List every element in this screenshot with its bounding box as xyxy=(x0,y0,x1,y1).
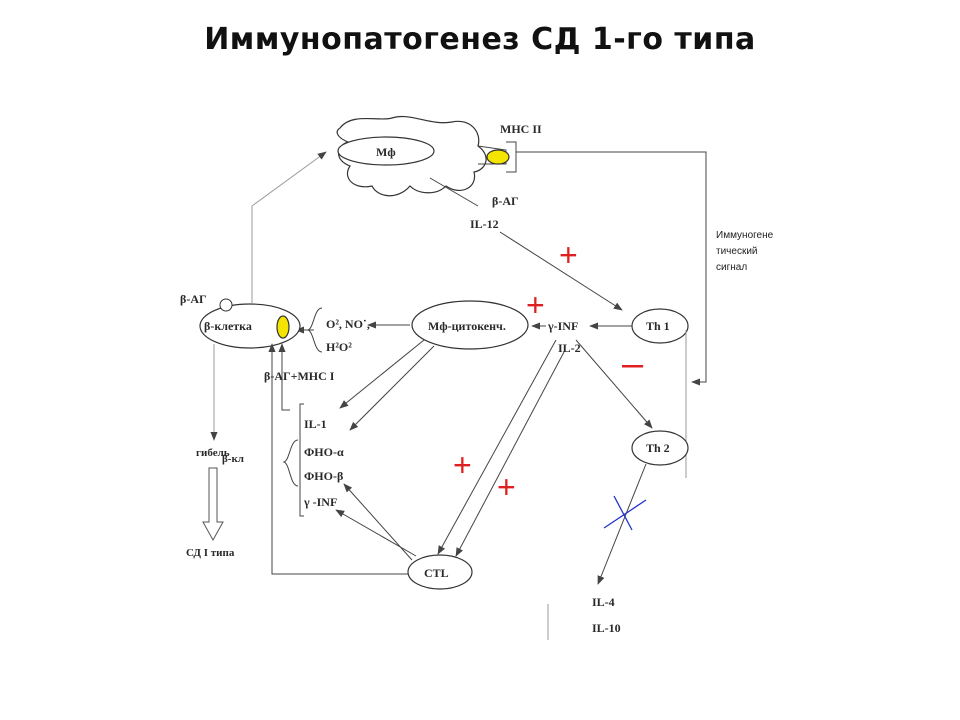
cytokine-tnf-alpha: ФНО-α xyxy=(304,445,344,459)
plus-sign-1: + xyxy=(559,237,578,273)
macrophage-nucleus xyxy=(337,136,435,166)
cytokine-gamma-inf: γ -INF xyxy=(303,495,337,509)
cytokines-to-beta-arrow xyxy=(278,343,290,411)
beta-ag-circle xyxy=(219,298,233,312)
th2-label: Th 2 xyxy=(646,441,670,455)
beta-ag-top-label: β-АГ xyxy=(492,194,519,208)
il2-to-ctl-arrow xyxy=(455,351,565,557)
il12-label: IL-12 xyxy=(470,217,499,231)
beta-ag-left-label: β-АГ xyxy=(180,292,207,306)
death-label: гибель xyxy=(196,447,230,459)
mf-to-tnf-arrow xyxy=(349,345,435,431)
signal-label-3: сигнал xyxy=(716,262,747,273)
beta-cell-node xyxy=(199,303,301,349)
ctl-label: CTL xyxy=(424,566,449,580)
radicals-label-1: O², NO˙, xyxy=(326,317,370,331)
inf-to-th2-arrow xyxy=(575,339,653,429)
mhc2-label: MHC II xyxy=(500,122,542,136)
cytokine-il1: IL-1 xyxy=(304,417,327,431)
beta-to-mf-arrow xyxy=(251,151,327,304)
plus-sign-3: + xyxy=(453,447,472,483)
plus-sign-2: + xyxy=(526,287,545,323)
block-cross-b xyxy=(613,495,633,531)
th2-node xyxy=(631,430,689,466)
minus-sign: – xyxy=(622,343,644,385)
beta-ag-mhc1-label: β-АГ+MHC I xyxy=(264,369,335,383)
cytokines-brace xyxy=(282,439,299,487)
macrophage-label: Мф xyxy=(376,145,396,159)
immunogenic-signal-arrow xyxy=(516,151,707,386)
mhc2-receptor xyxy=(486,149,510,165)
il2-label: IL-2 xyxy=(558,341,581,355)
mhc2-bracket xyxy=(506,141,517,173)
inf-to-ctl-arrow xyxy=(437,339,557,555)
death-to-diabetes-arrow xyxy=(202,467,224,542)
block-cross-a xyxy=(603,499,647,529)
beta-cell-label: β-клетка xyxy=(204,319,252,333)
ctl-to-tnf-beta-arrow xyxy=(343,483,413,561)
mf-to-il12-arrow xyxy=(429,177,479,207)
signal-label-1: Иммуногене xyxy=(716,230,774,241)
il10-label: IL-10 xyxy=(592,621,621,635)
cytokines-bracket xyxy=(299,403,304,517)
mf-cytokines-label: Мф-цитокенч. xyxy=(428,319,506,333)
beta-kl-label: β-кл xyxy=(222,453,244,465)
ctl-to-inf-arrow xyxy=(335,509,417,557)
beta-cell-receptor xyxy=(276,315,290,339)
radicals-label-2: H²O² xyxy=(326,340,352,354)
il12-to-th1-arrow xyxy=(499,231,623,311)
th2-to-il4-arrow xyxy=(597,463,647,585)
cytokine-tnf-beta: ФНО-β xyxy=(304,469,343,483)
il4-label: IL-4 xyxy=(592,595,615,609)
mf-to-il1-arrow xyxy=(339,339,425,409)
diabetes-label: СД I типа xyxy=(186,547,235,559)
plus-sign-4: + xyxy=(497,469,516,505)
th1-label: Th 1 xyxy=(646,319,670,333)
signal-label-2: тический xyxy=(716,246,757,257)
mf-cytokines-node xyxy=(411,300,529,350)
gamma-inf-label: γ-INF xyxy=(547,319,578,333)
page-title: Иммунопатогенез СД 1-го типа xyxy=(204,22,756,57)
ctl-node xyxy=(407,554,473,590)
ctl-to-beta-arrow xyxy=(268,343,408,575)
